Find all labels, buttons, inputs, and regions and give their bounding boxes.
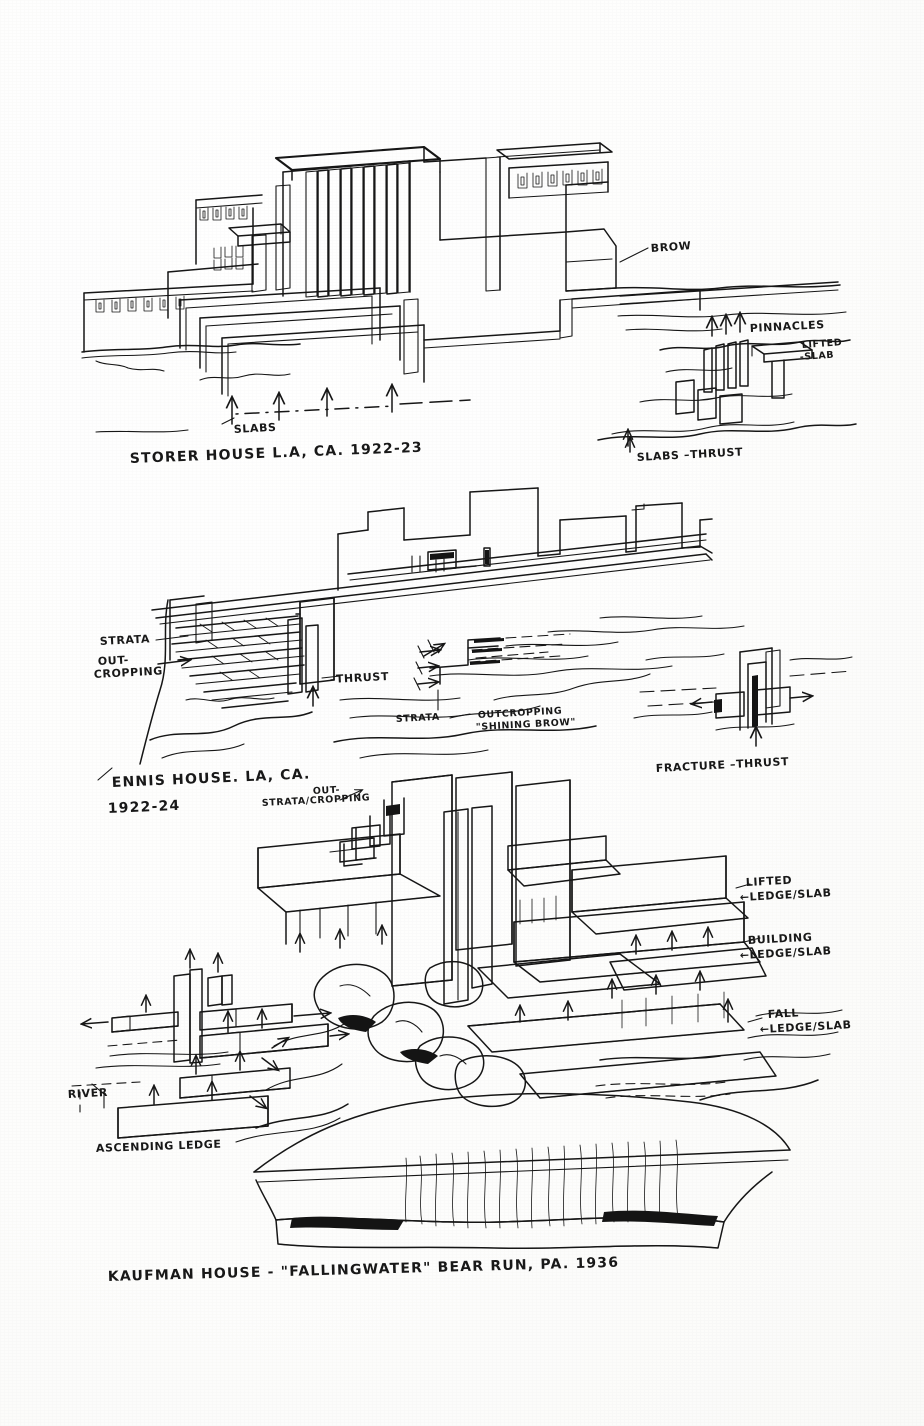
storer-pier-bank [305,162,410,298]
kaufman-lift-arrows [300,926,728,1023]
waterfall-group [253,1092,791,1250]
storer-house-drawing [81,142,857,453]
boulder-group [313,960,527,1108]
caption-kaufman-house: KAUFMAN HOUSE - "FALLINGWATER" BEAR RUN,… [108,1255,620,1285]
label-kaufman-strata-cropping: STRATA/CROPPING [262,792,371,809]
storer-lower-right-steps [675,379,743,425]
ornament-row-mid-2 [213,245,244,271]
ennis-strata-detail [413,633,651,719]
label-lifted-ledge: LIFTED [745,874,792,889]
label-fall-ledge-slab: ←LEDGE/SLAB [759,1018,851,1036]
label-building-ledge-slab: ←LEDGE/SLAB [739,944,831,962]
label-out: OUT- [97,653,129,668]
label-fracture-thrust: FRACTURE –THRUST [655,755,789,775]
label-lifted-ledge-slab: ←LEDGE/SLAB [739,886,831,904]
label-shining-brow: "SHINING BROW" [476,717,577,733]
label-fall-ledge: FALL [767,1006,799,1021]
pinnacles-group [703,339,813,399]
label-slabs-thrust: SLABS –THRUST [636,445,743,464]
thrust-arrows-storer [628,314,740,447]
label-lifted-slab: -SLAB [799,350,834,363]
label-brow: BROW [650,239,692,255]
ascending-ledge-diagram [71,950,348,1143]
label-thrust: –THRUST [329,670,389,686]
kaufman-house-drawing [71,771,843,1250]
label-outcropping: OUTCROPPING [478,706,563,721]
label-strata-detail: STRATA [396,712,441,725]
label-slabs: SLABS [233,421,276,436]
label-ascending-ledge: ASCENDING LEDGE [96,1138,222,1155]
label-cropping: CROPPING [93,664,163,681]
label-pinnacles: PINNACLES [749,318,825,335]
label-building-ledge: BUILDING [747,931,812,947]
slab-arrows-storer [232,386,392,425]
ennis-house-drawing [97,487,853,781]
ennis-strata-bands [171,615,305,709]
caption-ennis-house-line2: 1922-24 [107,798,180,817]
label-lifted: LIFTED [801,337,842,351]
ennis-labels: STRATA OUT- CROPPING –THRUST STRATA OUTC… [93,632,789,817]
cliff-fall-lines [621,991,725,1029]
label-river: RIVER [67,1086,108,1101]
glass-mullions [519,895,557,925]
ennis-fracture-thrust-detail [633,647,853,747]
label-strata: STRATA [99,632,150,648]
caption-storer-house: STORER HOUSE L.A, CA. 1922-23 [130,440,424,467]
label-kaufman-out: OUT- [313,785,341,797]
ornament-row-mid [199,205,248,221]
caption-ennis-house-line1: ENNIS HOUSE. LA, CA. [111,766,310,791]
kaufman-labels: OUT- STRATA/CROPPING LIFTED ←LEDGE/SLAB … [67,785,851,1285]
ornament-row-right [517,168,603,189]
